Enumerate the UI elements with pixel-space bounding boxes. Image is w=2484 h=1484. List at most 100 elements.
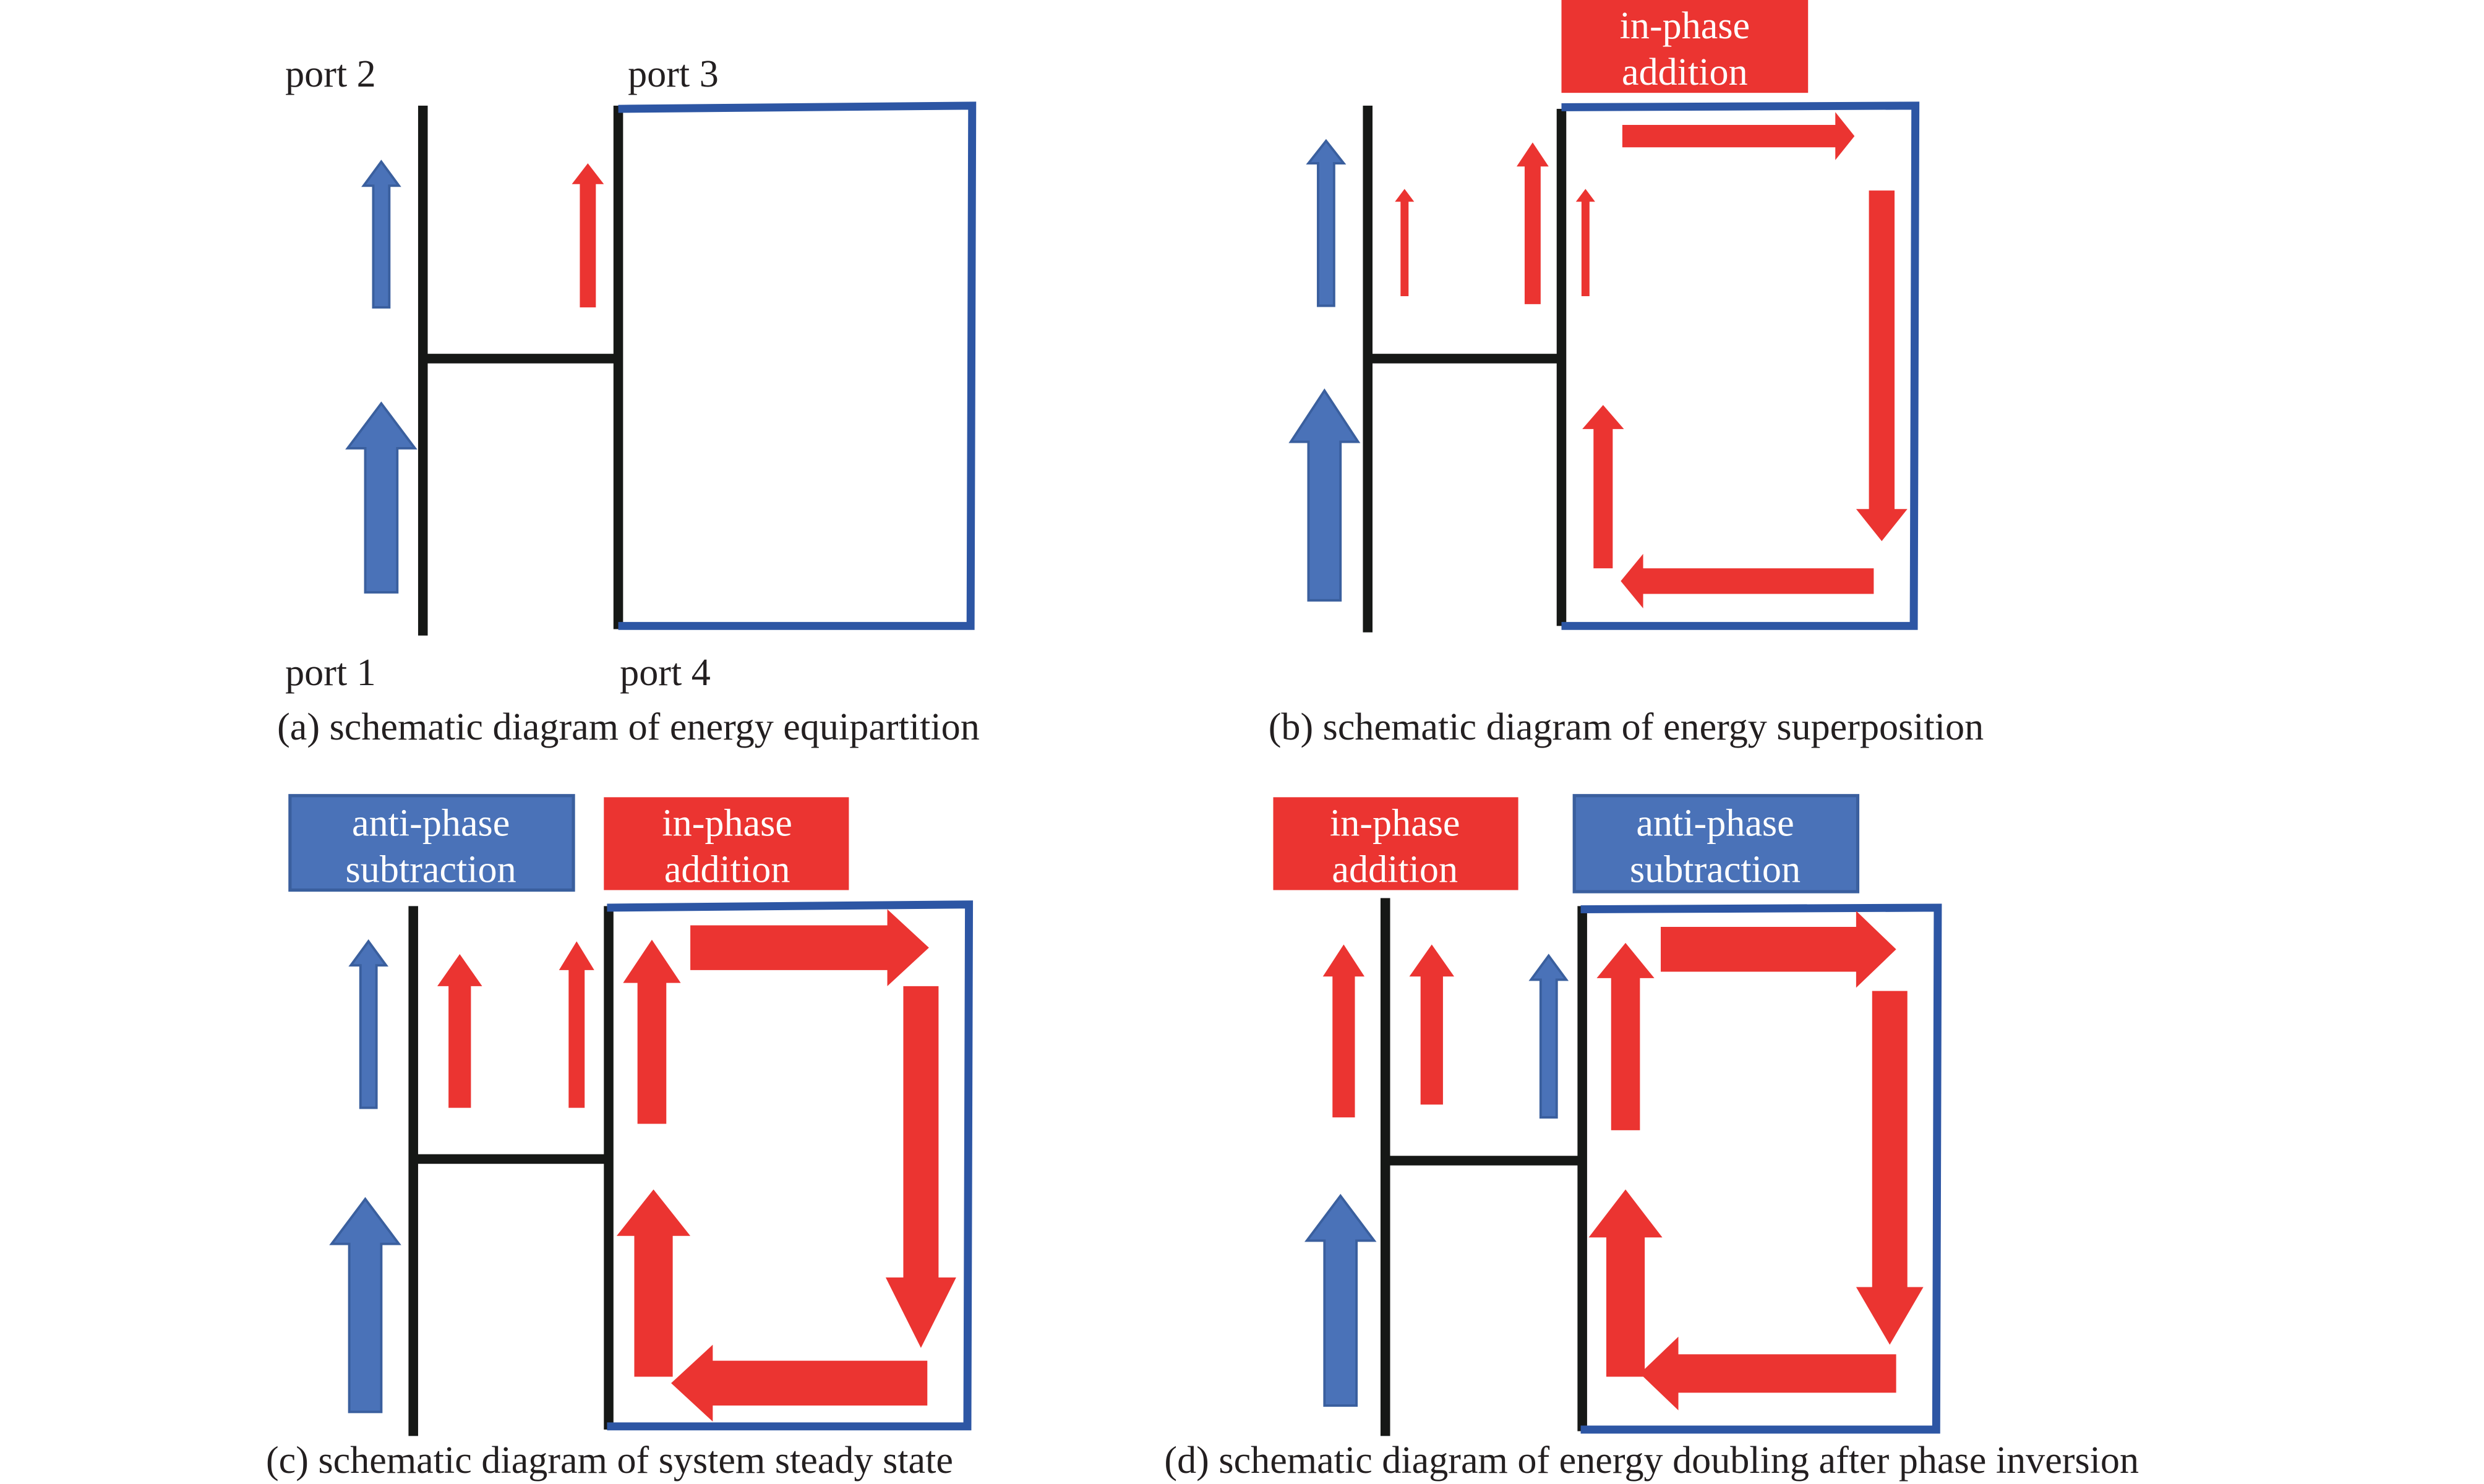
- arrow-shape: [1575, 189, 1595, 296]
- tag-line-1: anti-phase: [1636, 802, 1794, 844]
- arrow-shape: [671, 1344, 928, 1422]
- arrow-blue-mid: [1528, 953, 1569, 1119]
- arrow-red-mid: [1517, 142, 1549, 304]
- tag-line-2: addition: [664, 849, 790, 891]
- arrow-shape: [1517, 142, 1549, 304]
- arrow-shape: [348, 939, 389, 1109]
- arrow-shape: [1582, 405, 1624, 569]
- arrow-shape: [1661, 911, 1896, 988]
- arrow-red-port2: [1322, 944, 1365, 1118]
- left-waveguide: [408, 906, 418, 1436]
- arrow-red-thin-right: [1575, 189, 1595, 296]
- port-4-label: port 4: [620, 652, 711, 694]
- arrow-shape: [1622, 112, 1855, 160]
- arrow-red-mid: [559, 941, 594, 1108]
- arrow-red-ring-top: [1622, 112, 1855, 160]
- arrow-red-thin-left: [1395, 189, 1415, 296]
- arrow-red-ring-left: [1582, 405, 1624, 569]
- arrow-red-ring-left-upper: [623, 939, 681, 1124]
- panel-c: anti-phase subtraction in-phase addition…: [266, 794, 974, 1482]
- arrow-blue-lower: [345, 401, 418, 594]
- arrow-shape: [329, 1196, 401, 1414]
- left-waveguide: [1363, 105, 1373, 633]
- coupling-bridge: [422, 354, 619, 364]
- arrow-shape: [1640, 1336, 1896, 1410]
- ring-frame: [1580, 903, 1942, 1434]
- caption-d: (d) schematic diagram of energy doubling…: [1164, 1439, 2139, 1482]
- tag-line-1: in-phase: [1330, 802, 1460, 844]
- arrow-shape: [361, 160, 401, 309]
- port-2-label: port 2: [285, 53, 376, 95]
- arrow-red-left: [1409, 944, 1455, 1105]
- panel-b: in-phase addition (b) schematic diagram …: [1269, 0, 1984, 748]
- panel-d: in-phase addition anti-phase subtraction…: [1164, 794, 2139, 1482]
- left-waveguide: [1380, 898, 1390, 1436]
- arrow-shape: [1856, 991, 1924, 1345]
- arrow-shape: [1621, 553, 1874, 608]
- arrow-shape: [1288, 388, 1361, 602]
- arrow-blue-lower: [1304, 1193, 1377, 1407]
- arrow-shape: [690, 909, 929, 986]
- arrow-red-ring-left-lower: [1588, 1189, 1663, 1377]
- arrow-blue-upper: [361, 160, 401, 309]
- right-waveguide: [604, 906, 614, 1430]
- arrow-shape: [1596, 942, 1655, 1130]
- arrow-red-ring-left-upper: [1596, 942, 1655, 1130]
- ring-frame: [607, 900, 974, 1431]
- arrow-shape: [572, 163, 604, 308]
- port-1-label: port 1: [285, 652, 376, 694]
- coupler-structure: [418, 105, 623, 636]
- arrow-red-ring-right: [885, 986, 956, 1348]
- coupler-structure: [1380, 898, 1587, 1436]
- coupler-structure: [1363, 105, 1567, 633]
- tag-line-2: addition: [1332, 849, 1458, 891]
- arrow-shape: [1588, 1189, 1663, 1377]
- tag-line-2: addition: [1622, 51, 1748, 93]
- arrow-shape: [1409, 944, 1455, 1105]
- arrow-red-upper: [572, 163, 604, 308]
- tag-anti-phase-subtraction: anti-phase subtraction: [288, 794, 575, 892]
- coupling-bridge: [1385, 1156, 1583, 1166]
- tag-line-2: subtraction: [1630, 849, 1801, 891]
- arrow-shape: [1322, 944, 1365, 1118]
- right-waveguide: [1556, 109, 1567, 626]
- arrow-red-ring-right: [1856, 991, 1924, 1345]
- tag-line-1: in-phase: [662, 802, 792, 844]
- arrow-shape: [1856, 190, 1908, 542]
- arrow-shape: [1528, 953, 1569, 1119]
- panel-a: port 2 port 3 port 1 port 4 (a) schemati…: [277, 53, 980, 748]
- arrow-red-ring-bottom: [671, 1344, 928, 1422]
- tag-line-1: in-phase: [1620, 5, 1750, 47]
- arrow-shape: [1304, 1193, 1377, 1407]
- ring-frame: [1561, 101, 1920, 630]
- coupler-structure: [408, 906, 614, 1436]
- tag-anti-phase-subtraction: anti-phase subtraction: [1572, 794, 1860, 893]
- coupling-bridge: [1368, 354, 1562, 364]
- port-3-label: port 3: [628, 53, 719, 95]
- arrow-blue-upper: [348, 939, 389, 1109]
- tag-in-phase-addition: in-phase addition: [1273, 797, 1518, 891]
- tag-line-1: anti-phase: [352, 802, 510, 844]
- tag-line-2: subtraction: [346, 849, 516, 891]
- ring-frame: [618, 101, 977, 630]
- arrow-blue-lower: [1288, 388, 1361, 602]
- arrow-shape: [345, 401, 418, 594]
- right-waveguide: [613, 105, 623, 629]
- arrow-red-ring-right: [1856, 190, 1908, 542]
- arrow-shape: [1306, 139, 1347, 307]
- arrow-red-ring-left-lower: [616, 1189, 691, 1377]
- arrow-red-ring-top: [690, 909, 929, 986]
- tag-in-phase-addition: in-phase addition: [1561, 0, 1809, 93]
- arrow-shape: [1395, 189, 1415, 296]
- arrow-red-ring-bottom: [1621, 553, 1874, 608]
- coupling-bridge: [413, 1154, 609, 1164]
- caption-b: (b) schematic diagram of energy superpos…: [1269, 706, 1984, 748]
- arrow-shape: [437, 954, 482, 1108]
- arrow-red-ring-bottom: [1640, 1336, 1896, 1410]
- arrow-red-left: [437, 954, 482, 1108]
- arrow-shape: [885, 986, 956, 1348]
- arrow-blue-lower: [329, 1196, 401, 1414]
- arrow-shape: [623, 939, 681, 1124]
- arrow-shape: [559, 941, 594, 1108]
- tag-in-phase-addition: in-phase addition: [604, 797, 849, 891]
